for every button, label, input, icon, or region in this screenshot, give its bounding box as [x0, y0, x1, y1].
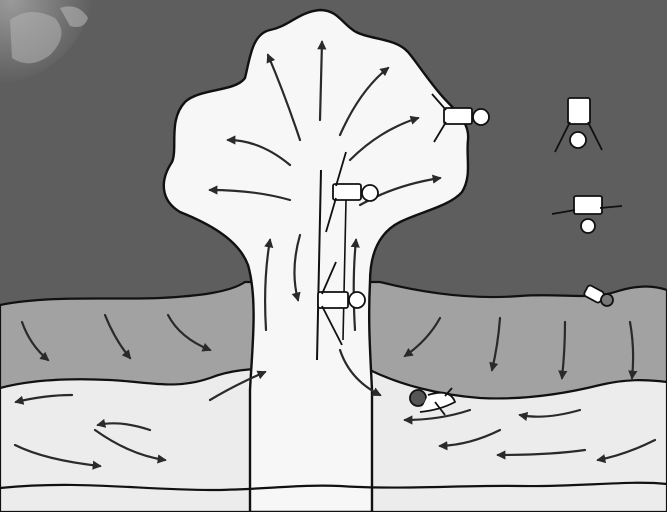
convection-plume-diagram: [0, 0, 667, 512]
diagram-canvas: [0, 0, 667, 512]
